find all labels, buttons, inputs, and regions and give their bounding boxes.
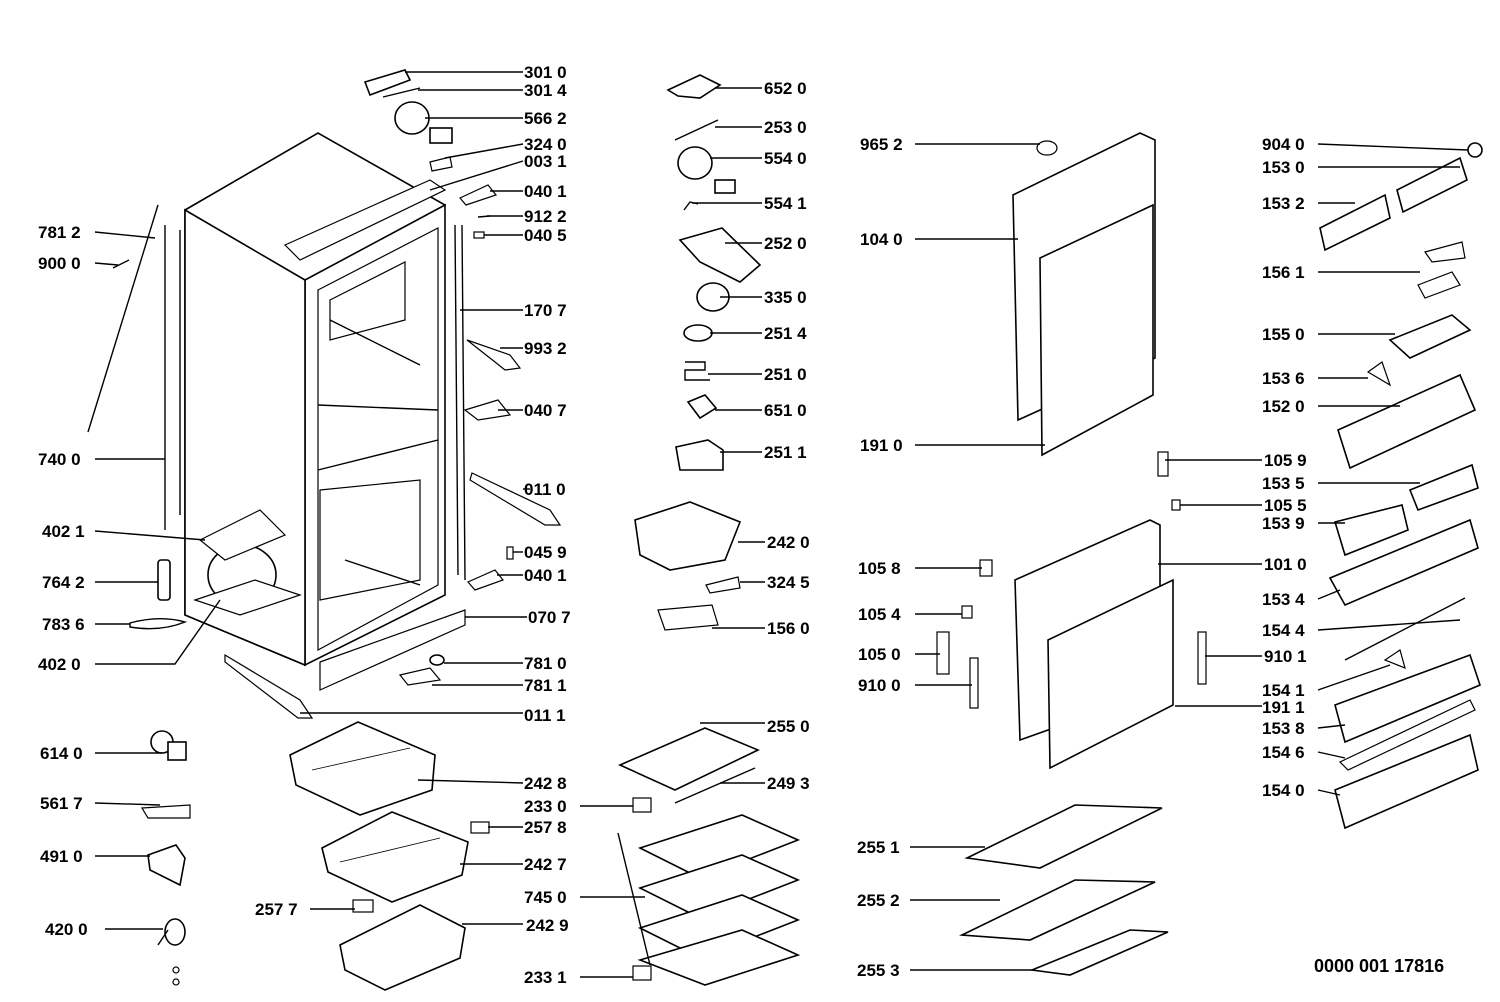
door-balconies bbox=[1319, 142, 1483, 830]
part-label: 040 1 bbox=[524, 566, 567, 585]
glass-shelves bbox=[352, 727, 801, 986]
part-label: 104 0 bbox=[860, 230, 903, 249]
part-label: 910 0 bbox=[858, 676, 901, 695]
part-label: 153 4 bbox=[1262, 590, 1305, 609]
part-label: 105 5 bbox=[1264, 496, 1307, 515]
crispers bbox=[289, 721, 469, 991]
part-label: 566 2 bbox=[524, 109, 567, 128]
part-label: 040 1 bbox=[524, 182, 567, 201]
part-label: 154 4 bbox=[1262, 621, 1305, 640]
part-label: 242 9 bbox=[526, 916, 569, 935]
part-label: 253 0 bbox=[764, 118, 807, 137]
part-label: 781 2 bbox=[38, 223, 81, 242]
parts-middle bbox=[634, 74, 762, 631]
part-label: 910 1 bbox=[1264, 647, 1307, 666]
part-label: 900 0 bbox=[38, 254, 81, 273]
part-label: 251 4 bbox=[764, 324, 807, 343]
part-label: 242 0 bbox=[767, 533, 810, 552]
part-label: 255 3 bbox=[857, 961, 900, 980]
part-label: 191 0 bbox=[860, 436, 903, 455]
part-label: 153 6 bbox=[1262, 369, 1305, 388]
part-label: 491 0 bbox=[40, 847, 83, 866]
part-label: 561 7 bbox=[40, 794, 83, 813]
part-label: 003 1 bbox=[524, 152, 567, 171]
part-label: 255 0 bbox=[767, 717, 810, 736]
part-label: 420 0 bbox=[45, 920, 88, 939]
part-label: 170 7 bbox=[524, 301, 567, 320]
freezer-door bbox=[1012, 132, 1156, 457]
part-label: 324 5 bbox=[767, 573, 810, 592]
part-label: 233 0 bbox=[524, 797, 567, 816]
part-label: 156 0 bbox=[767, 619, 810, 638]
part-label: 335 0 bbox=[764, 288, 807, 307]
part-label: 191 1 bbox=[1262, 698, 1305, 717]
part-labels: 301 0 301 4 566 2 324 0 003 1 040 1 912 … bbox=[38, 63, 1444, 987]
part-label: 745 0 bbox=[524, 888, 567, 907]
part-label: 153 2 bbox=[1262, 194, 1305, 213]
part-label: 011 0 bbox=[524, 480, 566, 499]
part-label: 251 1 bbox=[764, 443, 807, 462]
parts-top-left bbox=[112, 69, 562, 719]
part-label: 402 0 bbox=[38, 655, 81, 674]
part-label: 781 0 bbox=[524, 654, 567, 673]
part-label: 105 9 bbox=[1264, 451, 1307, 470]
part-label: 242 7 bbox=[524, 855, 567, 874]
part-label: 301 4 bbox=[524, 81, 567, 100]
fridge-door bbox=[936, 451, 1207, 770]
part-label: 101 0 bbox=[1264, 555, 1307, 574]
part-label: 554 0 bbox=[764, 149, 807, 168]
part-label: 783 6 bbox=[42, 615, 85, 634]
part-label: 105 0 bbox=[858, 645, 901, 664]
part-label: 301 0 bbox=[524, 63, 567, 82]
part-label: 255 1 bbox=[857, 838, 900, 857]
part-label: 105 4 bbox=[858, 605, 901, 624]
part-label: 912 2 bbox=[524, 207, 567, 226]
compressor bbox=[129, 509, 302, 630]
part-label: 324 0 bbox=[524, 135, 567, 154]
part-label: 257 7 bbox=[255, 900, 298, 919]
part-label: 255 2 bbox=[857, 891, 900, 910]
part-label: 153 0 bbox=[1262, 158, 1305, 177]
part-label: 105 8 bbox=[858, 559, 901, 578]
bottom-glass-shelves bbox=[958, 804, 1169, 976]
part-label: 965 2 bbox=[860, 135, 903, 154]
part-label: 011 1 bbox=[524, 706, 566, 725]
part-label: 614 0 bbox=[40, 744, 83, 763]
part-label: 252 0 bbox=[764, 234, 807, 253]
part-label: 153 9 bbox=[1262, 514, 1305, 533]
part-label: 249 3 bbox=[767, 774, 810, 793]
part-label: 764 2 bbox=[42, 573, 85, 592]
part-label: 652 0 bbox=[764, 79, 807, 98]
part-label: 070 7 bbox=[528, 608, 571, 627]
part-label: 153 8 bbox=[1262, 719, 1305, 738]
leader-lines bbox=[94, 71, 1469, 978]
part-label: 251 0 bbox=[764, 365, 807, 384]
part-label: 153 5 bbox=[1262, 474, 1305, 493]
part-label: 040 5 bbox=[524, 226, 567, 245]
part-label: 233 1 bbox=[524, 968, 567, 987]
part-label: 040 7 bbox=[524, 401, 567, 420]
part-label: 402 1 bbox=[42, 522, 85, 541]
part-label: 554 1 bbox=[764, 194, 807, 213]
side-pipes bbox=[87, 204, 466, 581]
part-label: 156 1 bbox=[1262, 263, 1305, 282]
part-label: 781 1 bbox=[524, 676, 567, 695]
part-label: 154 1 bbox=[1262, 681, 1305, 700]
part-label: 154 0 bbox=[1262, 781, 1305, 800]
diagram-code: 0000 001 17816 bbox=[1314, 956, 1444, 976]
part-label: 993 2 bbox=[524, 339, 567, 358]
part-label: 257 8 bbox=[524, 818, 567, 837]
part-label: 740 0 bbox=[38, 450, 81, 469]
part-label: 152 0 bbox=[1262, 397, 1305, 416]
part-label: 904 0 bbox=[1262, 135, 1305, 154]
part-label: 651 0 bbox=[764, 401, 807, 420]
parts-bottom-left bbox=[140, 730, 191, 986]
part-label: 155 0 bbox=[1262, 325, 1305, 344]
part-label: 154 6 bbox=[1262, 743, 1305, 762]
part-label: 045 9 bbox=[524, 543, 567, 562]
part-label: 242 8 bbox=[524, 774, 567, 793]
